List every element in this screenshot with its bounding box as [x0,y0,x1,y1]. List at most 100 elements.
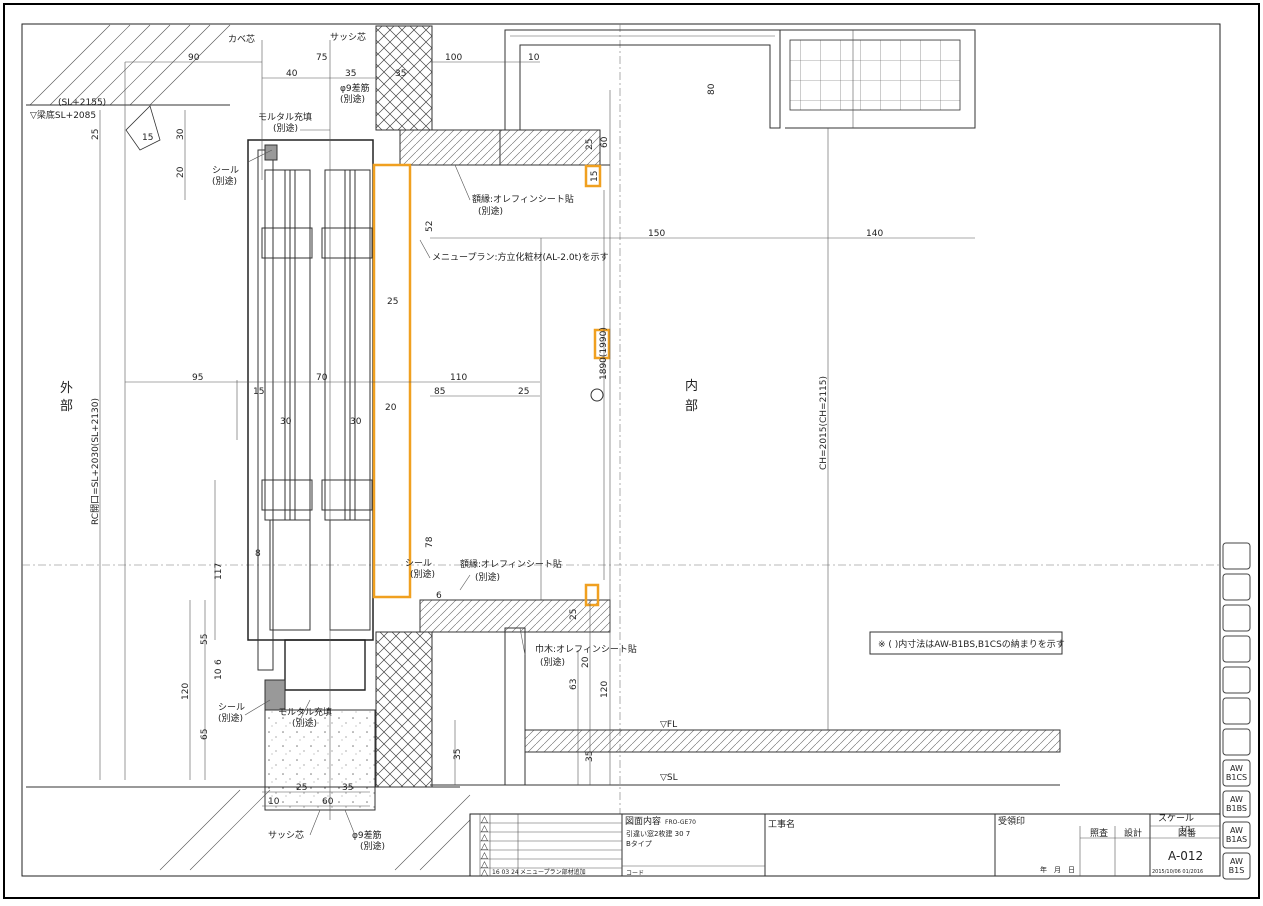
svg-text:△: △ [481,851,488,861]
svg-text:95: 95 [192,373,203,383]
label-mortar-bot: モルタル充填 [278,706,332,718]
side-tab-label: B1S [1229,866,1245,875]
svg-text:25: 25 [518,387,529,397]
side-tab[interactable] [1222,542,1251,570]
label-sill-note-sub: (別途) [475,571,500,583]
code-label: コード [626,870,644,877]
svg-text:20: 20 [581,656,591,668]
title-block: △ △ △ △ △ △ △ 16 03 24 メニュープラン部材追加 図面内容 … [469,813,1221,878]
approval-label: 照査 [1090,827,1108,839]
label-head-note-sub: (別途) [478,205,503,217]
outer-frame [3,3,1260,899]
svg-text:△: △ [481,842,488,852]
side-tab[interactable] [1222,604,1251,632]
side-tab-label: AW [1230,795,1243,804]
svg-text:120: 120 [181,683,191,700]
svg-text:60: 60 [322,797,334,807]
receipt-label: 受領印 [998,815,1025,827]
svg-text:25: 25 [91,129,101,140]
label-rc-opening: RC開口=SL+2030(SL+2130) [90,398,101,525]
label-seal-mid-sub: (別途) [410,568,435,580]
svg-text:110: 110 [450,373,467,383]
label-seal-top-sub: (別途) [212,175,237,187]
drawing-number: A-012 [1168,849,1203,863]
svg-text:15: 15 [590,171,600,182]
leader-lines [244,40,526,836]
svg-text:100: 100 [445,53,462,63]
label-ch-height: CH=2015(CH=2115) [819,376,829,470]
svg-text:25: 25 [387,297,398,307]
label-outside-1: 外 [60,381,73,396]
label-head-note: 額縁:オレフィンシート貼 [472,193,574,205]
label-menu-note: メニュープラン:方立化粧材(AL-2.0t)を示す [432,251,609,263]
svg-text:52: 52 [425,221,435,232]
side-tab-label: B1BS [1226,804,1247,813]
dim-36-highlight [584,583,600,607]
label-rebar-bot: φ9差筋 [352,829,382,841]
label-mortar-bot-sub: (別途) [292,717,317,729]
side-tab[interactable] [1222,852,1251,880]
label-kabe-shin: カベ芯 [228,33,255,45]
dim-1890-highlight [593,328,611,360]
svg-text:80: 80 [707,83,717,95]
drawing-code: FRO-GE70 [665,819,696,826]
side-tab[interactable] [1222,728,1251,756]
svg-text:1890(1990): 1890(1990) [599,327,609,380]
content-line-2: Bタイプ [626,839,652,848]
svg-text:25: 25 [296,783,307,793]
floor-hatch [419,599,1061,786]
scale-label: スケール [1158,813,1194,824]
label-rebar-bot-sub: (別途) [360,840,385,852]
svg-text:70: 70 [316,373,328,383]
svg-text:25: 25 [585,139,595,150]
side-tab[interactable] [1222,573,1251,601]
svg-text:△: △ [481,833,488,843]
design-label: 設計 [1124,827,1142,839]
lower-slab-hatch [26,786,471,871]
annotation-labels: カベ芯 サッシ芯 (SL+2155) ▽梁底SL+2085 モルタル充填 (別途… [30,31,1065,852]
rc-wall-bottom [375,631,433,788]
label-sash-shin-bot: サッシ芯 [268,829,304,841]
upper-beam-hatch [399,129,610,166]
side-tab[interactable] [1222,821,1251,849]
drawing-no-label: 図番 [1178,827,1196,839]
side-tab[interactable] [1222,759,1251,787]
svg-text:35: 35 [585,751,595,762]
label-mortar-top: モルタル充填 [258,111,312,123]
ceiling-outline [504,29,976,131]
svg-text:10: 10 [214,668,224,680]
svg-text:60: 60 [600,136,610,148]
side-tab[interactable] [1222,790,1251,818]
side-tab[interactable] [1222,697,1251,725]
svg-text:6: 6 [214,659,224,665]
side-tab[interactable] [1222,635,1251,663]
sill-concrete [264,709,376,811]
dimension-lines [99,61,975,807]
svg-text:15: 15 [253,387,264,397]
svg-text:30: 30 [350,417,362,427]
side-tab-label: AW [1230,857,1243,866]
svg-text:90: 90 [188,53,200,63]
footer-code: 2015/10/06 01/2016 [1152,869,1203,875]
side-tab[interactable] [1222,666,1251,694]
rc-wall-top [375,25,433,131]
svg-text:8: 8 [255,549,261,559]
svg-text:150: 150 [648,229,665,239]
label-beam-bottom: ▽梁底SL+2085 [30,109,96,121]
svg-text:35: 35 [342,783,353,793]
label-rebar-top: φ9差筋 [340,82,370,94]
svg-text:25: 25 [569,609,579,620]
project-label: 工事名 [768,818,795,830]
label-remark: ※ ( )内寸法はAW-B1BS,B1CSの納まりを示す [878,638,1065,650]
svg-text:120: 120 [600,681,610,698]
svg-text:30: 30 [176,128,186,140]
date-label: 年 月 日 [1040,865,1075,874]
svg-text:35: 35 [345,69,356,79]
side-tab-label: B1CS [1226,773,1247,782]
svg-text:10: 10 [268,797,280,807]
drawing-content-label: 図面内容 [625,815,661,827]
label-sash-shin-top: サッシ芯 [330,31,366,43]
label-seal-mid: シール [405,559,432,569]
